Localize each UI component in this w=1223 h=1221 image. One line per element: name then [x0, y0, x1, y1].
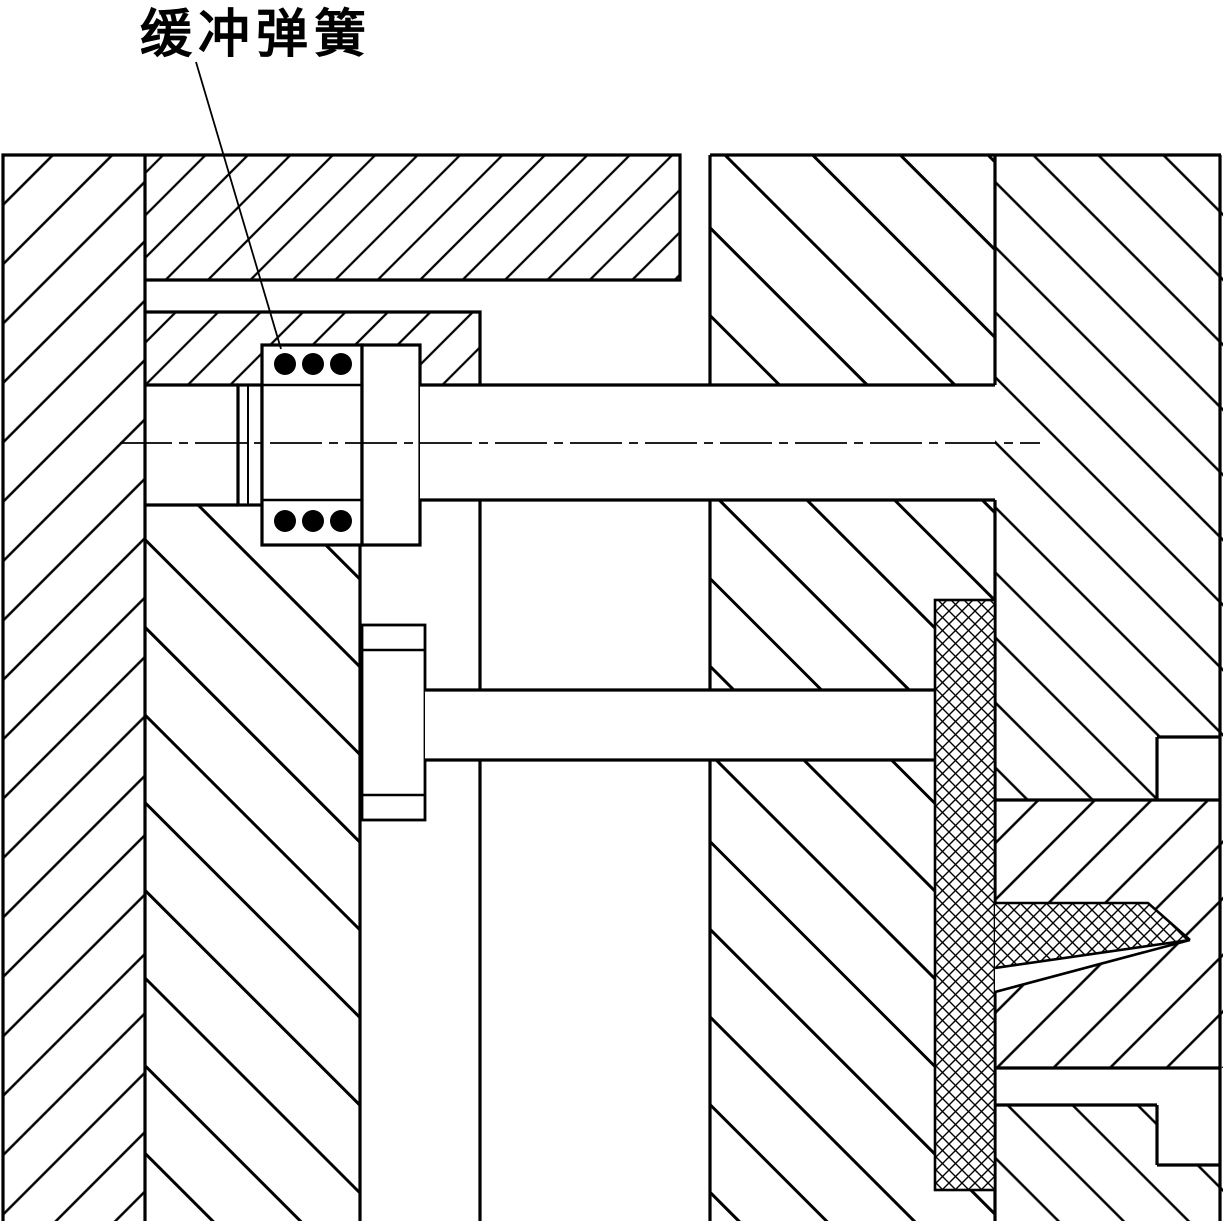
buffer-spring-coils	[274, 353, 352, 532]
annotation: 缓冲弹簧	[140, 6, 372, 350]
ejector-plate-block	[145, 503, 362, 1221]
spring-seat-plate	[145, 310, 482, 387]
spring-retainer	[260, 343, 422, 547]
shoulder-bolt-head	[236, 383, 264, 507]
molded-part-strip	[933, 598, 997, 1192]
left-clamp-plate	[1, 153, 147, 1221]
spring-label: 缓冲弹簧	[140, 6, 372, 64]
leader-line	[195, 61, 282, 350]
support-plate-block	[708, 153, 997, 1221]
base-plate-block	[995, 1103, 1223, 1221]
sprue-bushing	[994, 800, 1223, 1070]
gasket-crosshatch	[995, 903, 1190, 968]
ejector-pin-assembly	[360, 623, 935, 822]
top-fixed-plate	[145, 153, 682, 282]
